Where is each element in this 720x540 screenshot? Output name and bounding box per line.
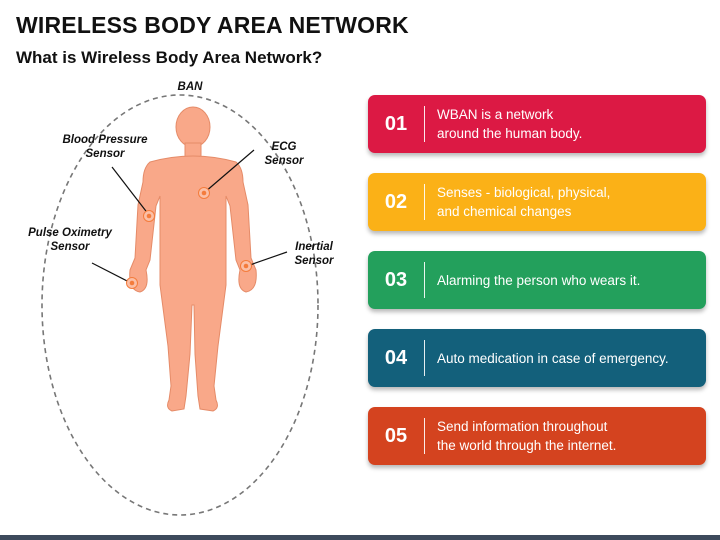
card-number: 03 xyxy=(384,268,408,291)
connector-ecg xyxy=(204,149,255,193)
info-card-01: 01 WBAN is a network around the human bo… xyxy=(368,95,706,153)
card-text: Alarming the person who wears it. xyxy=(437,272,641,288)
footer-bar xyxy=(0,535,720,540)
connector-blood-pressure xyxy=(111,166,150,216)
ban-boundary xyxy=(41,94,319,516)
card-divider xyxy=(424,418,425,454)
card-divider xyxy=(424,340,425,376)
page-subtitle: What is Wireless Body Area Network? xyxy=(16,48,323,67)
sensor-dot-ecg xyxy=(198,187,210,199)
card-divider xyxy=(424,262,425,298)
card-number: 04 xyxy=(384,346,408,369)
info-card-04: 04 Auto medication in case of emergency. xyxy=(368,329,706,387)
card-text: Senses - biological, physical, and chemi… xyxy=(437,185,611,219)
connector-pulse-oximetry xyxy=(91,262,132,284)
sensor-dot-inertial xyxy=(240,260,252,272)
card-text: Auto medication in case of emergency. xyxy=(437,350,669,366)
label-pulse-oximetry-sensor: Pulse Oximetry Sensor xyxy=(28,227,112,253)
sensor-dot-pulse-oximetry xyxy=(126,277,138,289)
info-card-05: 05 Send information throughout the world… xyxy=(368,407,706,465)
connector-inertial xyxy=(246,251,288,267)
card-text: WBAN is a network around the human body. xyxy=(437,107,583,141)
card-number: 02 xyxy=(384,190,408,213)
sensor-dot-blood-pressure xyxy=(143,210,155,222)
card-divider xyxy=(424,184,425,220)
info-card-03: 03 Alarming the person who wears it. xyxy=(368,251,706,309)
label-blood-pressure-sensor: Blood Pressure Sensor xyxy=(62,134,148,160)
label-ban: BAN xyxy=(170,80,210,94)
label-inertial-sensor: Inertial Sensor xyxy=(294,241,334,267)
info-card-02: 02 Senses - biological, physical, and ch… xyxy=(368,173,706,231)
card-text: Send information throughout the world th… xyxy=(437,419,617,453)
card-number: 05 xyxy=(384,424,408,447)
label-ecg-sensor: ECG Sensor xyxy=(264,141,304,167)
page-title: WIRELESS BODY AREA NETWORK xyxy=(16,12,409,38)
human-body-icon xyxy=(129,106,257,412)
card-divider xyxy=(424,106,425,142)
card-number: 01 xyxy=(384,112,408,135)
